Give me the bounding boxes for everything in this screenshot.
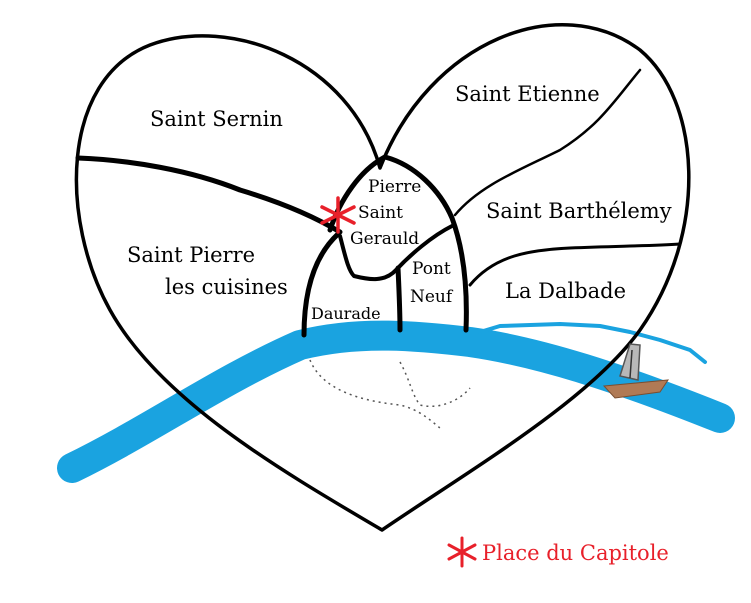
road-north-west bbox=[75, 155, 343, 235]
capitole-marker bbox=[320, 196, 356, 234]
boat bbox=[602, 343, 669, 399]
label-la-dalbade: La Dalbade bbox=[505, 279, 626, 303]
asterisk-icon bbox=[447, 536, 477, 568]
boat-hull bbox=[602, 379, 669, 399]
label-saint-barthelemy: Saint Barthélemy bbox=[486, 199, 672, 223]
river-arm bbox=[478, 322, 707, 364]
label-daurade: Daurade bbox=[311, 304, 381, 323]
label-saint-pierre-1: Saint Pierre bbox=[127, 243, 255, 267]
label-gerauld: Gerauld bbox=[350, 229, 419, 249]
dotted-course-left bbox=[309, 359, 441, 429]
dotted-path bbox=[309, 359, 471, 429]
road-daurade-west bbox=[301, 231, 341, 338]
heart-outline bbox=[74, 23, 691, 532]
label-pont: Pont bbox=[412, 259, 451, 279]
dotted-course-right bbox=[399, 361, 471, 407]
district-labels: Saint Sernin Saint Etienne Pierre Saint … bbox=[127, 82, 672, 323]
legend-label: Place du Capitole bbox=[482, 541, 669, 565]
label-neuf: Neuf bbox=[410, 287, 454, 307]
river bbox=[57, 320, 735, 483]
label-pierre: Pierre bbox=[368, 177, 421, 197]
label-saint-pierre-2: les cuisines bbox=[165, 275, 288, 299]
road-inner-step bbox=[338, 224, 454, 282]
road-pont-neuf-west bbox=[395, 265, 403, 333]
district-boundaries bbox=[75, 68, 682, 338]
label-saint-sernin: Saint Sernin bbox=[150, 107, 283, 131]
label-saint-etienne: Saint Etienne bbox=[455, 82, 600, 106]
road-central-arc bbox=[327, 154, 469, 333]
road-la-dalbade bbox=[468, 242, 682, 287]
boat-sail bbox=[619, 343, 641, 381]
boat-mast bbox=[629, 349, 633, 379]
label-saint: Saint bbox=[358, 203, 403, 223]
river-main bbox=[57, 320, 735, 483]
legend: Place du Capitole bbox=[447, 536, 669, 568]
road-saint-etienne bbox=[453, 68, 642, 217]
